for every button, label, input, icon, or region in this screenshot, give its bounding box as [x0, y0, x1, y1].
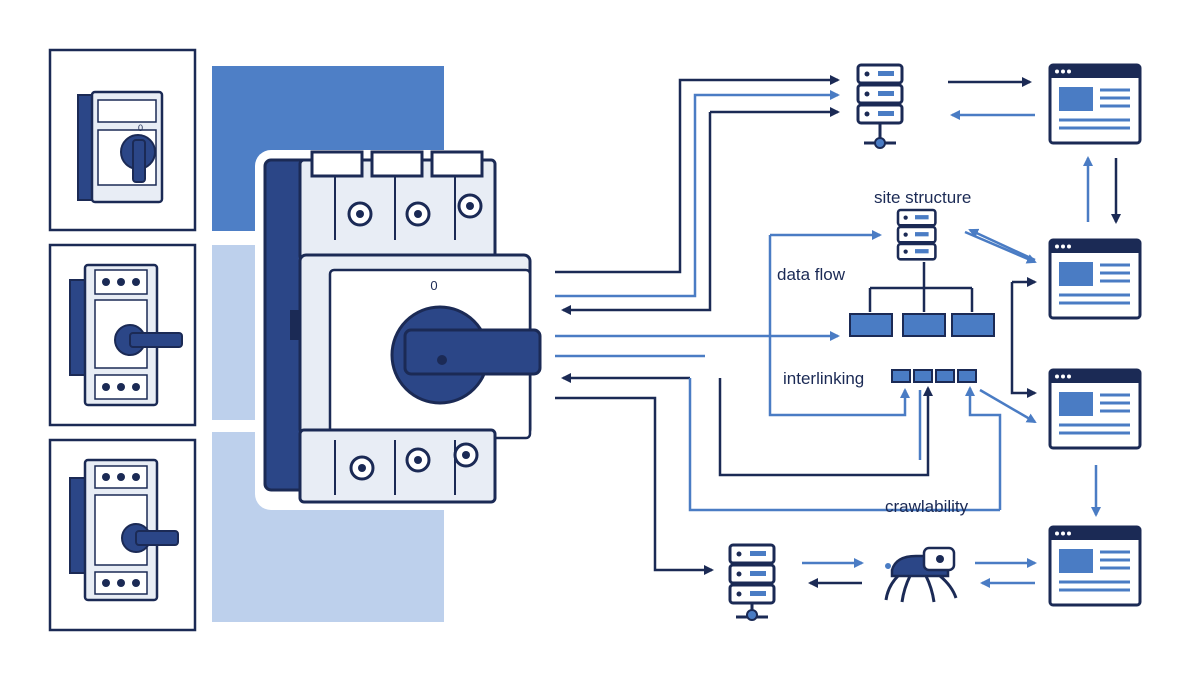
interlinking-blocks	[891, 369, 977, 383]
server-icon	[896, 208, 937, 261]
webpage-icon	[1048, 368, 1142, 450]
tree-node	[902, 313, 946, 337]
webpage-icon	[1048, 525, 1142, 607]
server-icon	[856, 63, 904, 149]
spider-icon	[884, 546, 958, 603]
mini-breaker-card-1: 0	[48, 48, 197, 232]
server-icon	[728, 543, 776, 621]
mini-dial-zero-label: 0	[138, 123, 143, 133]
switch-handle	[403, 328, 542, 376]
data-flow-label: data flow	[777, 265, 846, 284]
dial-zero-label: 0	[430, 278, 437, 293]
interlinking-label: interlinking	[783, 369, 864, 388]
main-rotary-switch: 0	[255, 150, 545, 510]
connection-lines	[555, 75, 1002, 575]
webpage-icon	[1048, 238, 1142, 320]
site-structure-label: site structure	[874, 188, 971, 207]
tree-node	[849, 313, 893, 337]
tree-node	[951, 313, 995, 337]
circuit-breaker-icon	[69, 458, 179, 602]
rotary-switch-icon: 0	[77, 90, 164, 204]
site-structure-tree	[868, 262, 974, 312]
mini-breaker-card-2	[48, 243, 197, 427]
webpage-icon	[1048, 63, 1142, 145]
circuit-breaker-icon	[69, 263, 183, 407]
crawlability-label: crawlability	[885, 497, 969, 516]
mini-breaker-card-3	[48, 438, 197, 632]
page-arrows	[802, 77, 1121, 588]
